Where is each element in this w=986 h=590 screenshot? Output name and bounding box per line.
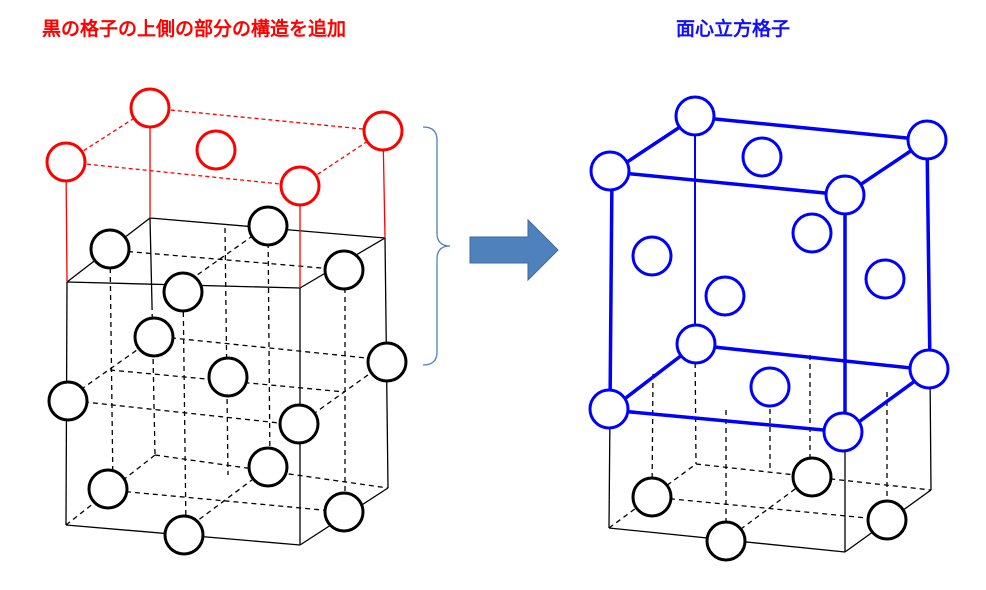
fcc-corner-atom [589,150,631,192]
black-atom [247,446,289,488]
fcc-corner-atom [674,95,716,137]
black-lattice-dashed-edges [65,224,389,531]
black-atom [705,520,747,562]
fcc-atoms [588,95,950,453]
black-atom [163,514,205,556]
black-atom [278,403,320,445]
black-atom [89,228,131,270]
black-atom [133,316,175,358]
fcc-corner-atom [908,348,950,390]
fcc-corner-atom [824,174,866,216]
black-atoms [47,205,408,556]
red-added-structure [45,87,404,288]
black-atom [631,476,673,518]
red-atom [129,87,171,129]
left-panel-title: 黒の格子の上側の部分の構造を追加 [42,18,347,40]
fcc-face-atom [749,366,791,408]
right-black-atoms [631,456,908,562]
black-atom [323,491,365,533]
right-black-lattice [608,344,932,562]
black-atom [47,380,89,422]
black-atom [323,249,365,291]
red-atom [45,141,87,183]
fcc-face-atom [791,212,833,254]
red-atom [195,129,237,171]
red-atom [279,165,321,207]
fcc-face-atom [704,275,746,317]
red-atom [362,110,404,152]
black-lattice [47,205,408,556]
right-arrow-icon [469,218,559,282]
black-atom [87,468,129,510]
fcc-corner-atom [822,411,864,453]
fcc-face-atom [741,136,783,178]
black-atom [247,205,289,247]
black-atom [791,456,833,498]
right-panel-title: 面心立方格子 [676,18,791,40]
black-atom [366,341,408,383]
black-atom [162,271,204,313]
fcc-corner-atom [675,323,717,365]
curly-brace [422,126,451,366]
fcc-face-atom [631,235,673,277]
fcc-corner-atom [906,119,948,161]
fcc-corner-atom [588,388,630,430]
fcc-face-atom [864,258,906,300]
black-atom [866,499,908,541]
red-atoms [45,87,404,207]
black-atom [207,356,249,398]
fcc-unit-cell [588,95,950,453]
